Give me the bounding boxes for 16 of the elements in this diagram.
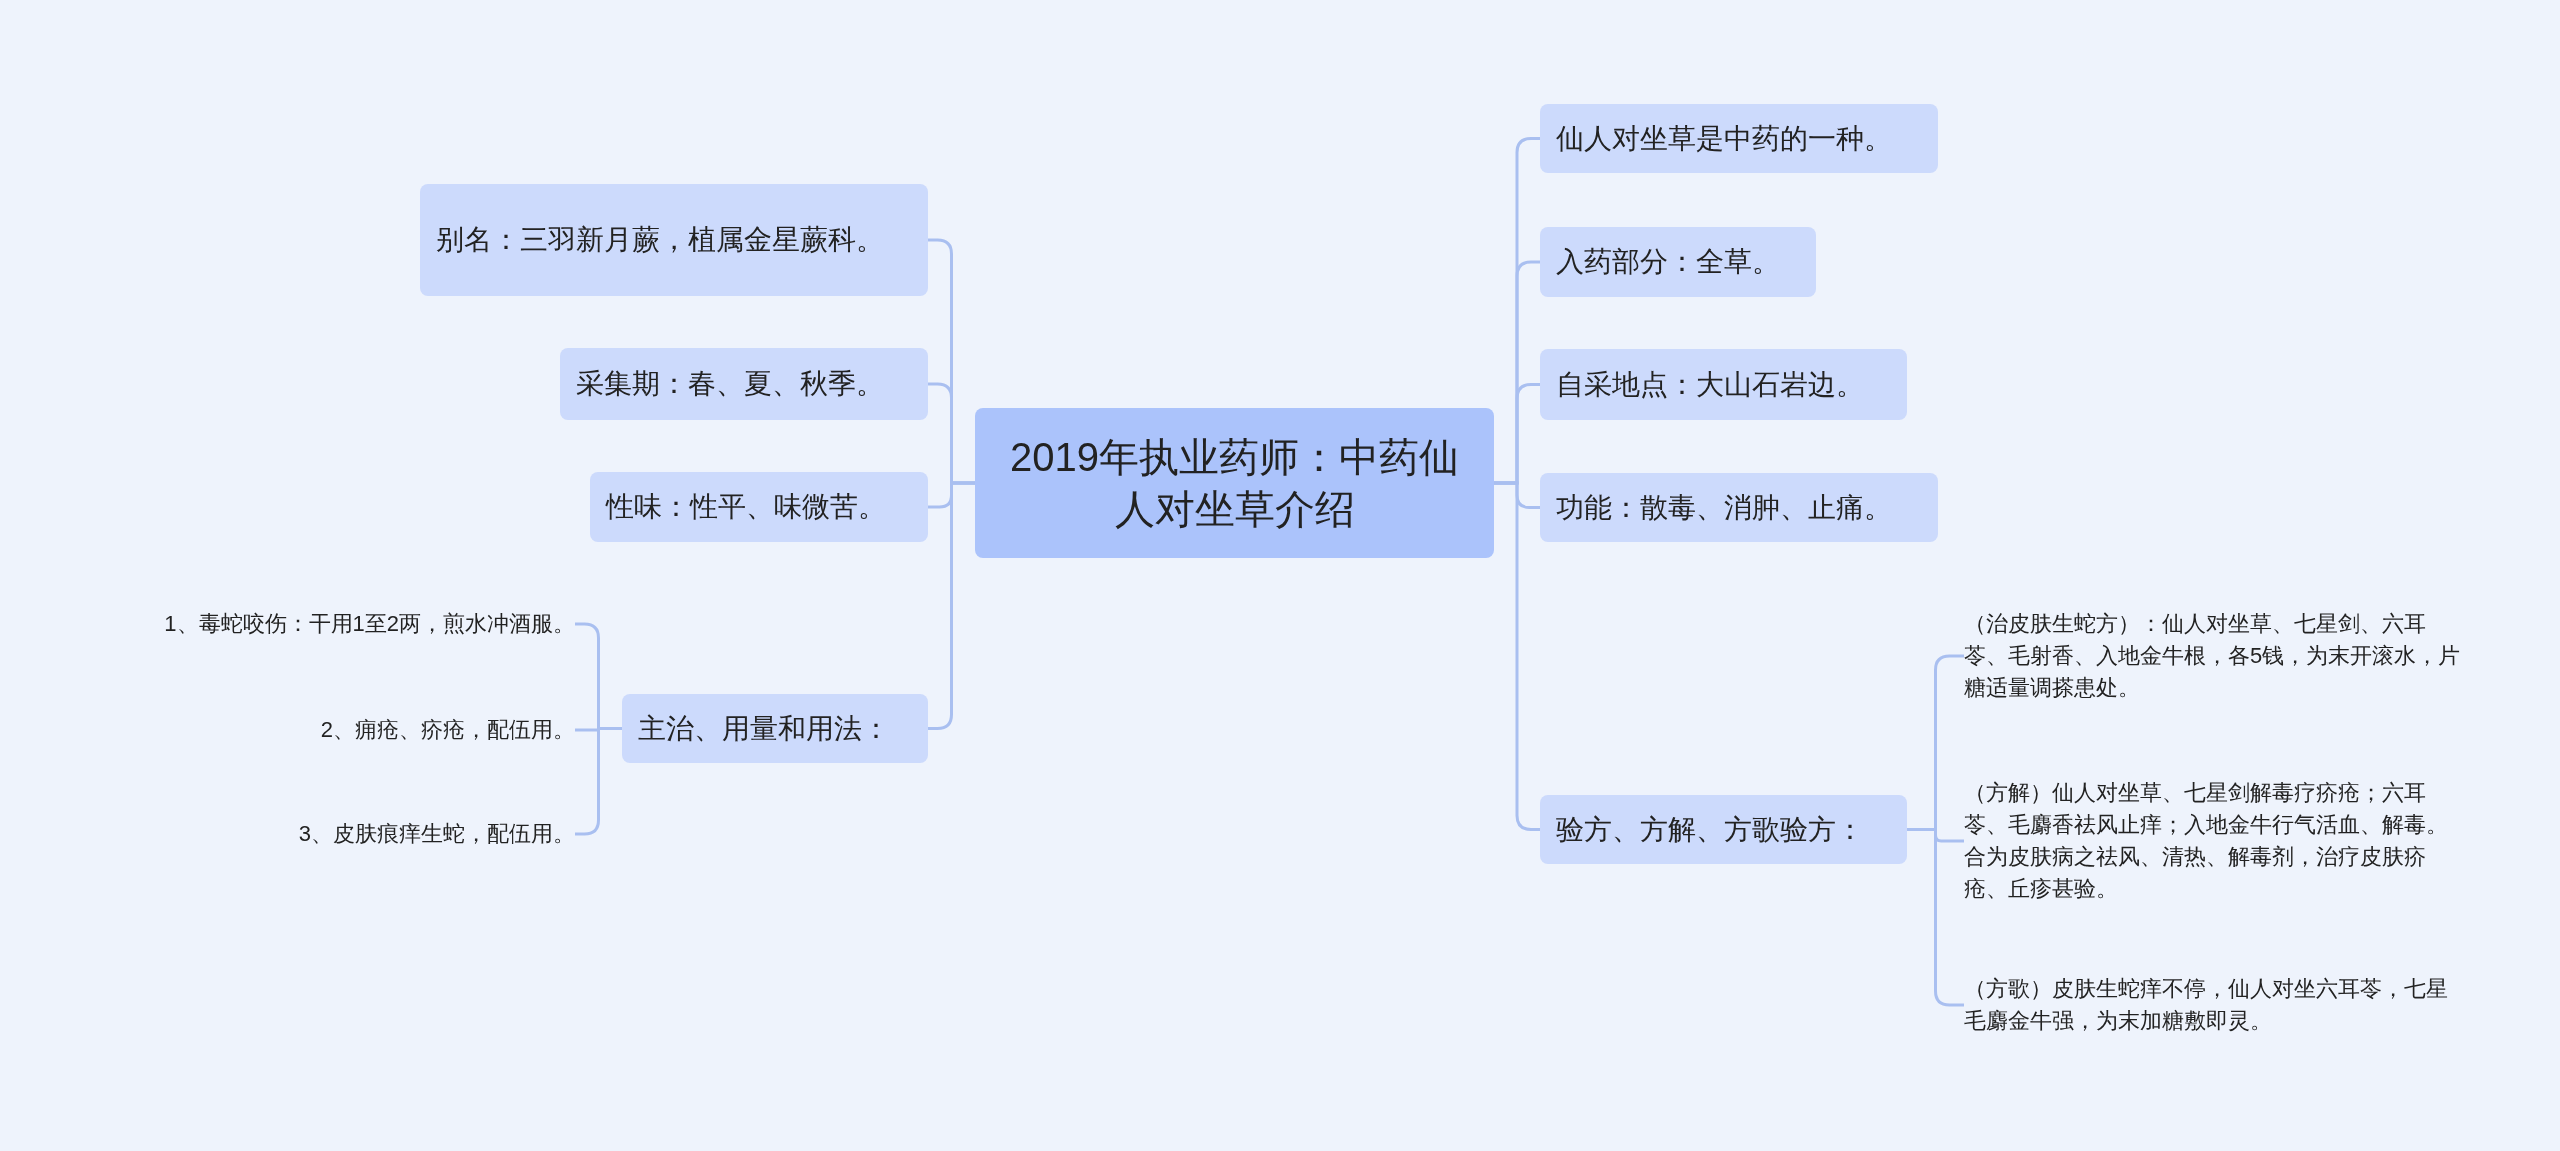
leaf-text: 1、毒蛇咬伤：干用1至2两，煎水冲酒服。 <box>90 604 575 644</box>
topic-box: 入药部分：全草。 <box>1540 227 1816 297</box>
topic-box: 自采地点：大山石岩边。 <box>1540 349 1907 420</box>
topic-box: 仙人对坐草是中药的一种。 <box>1540 104 1938 173</box>
topic-box: 主治、用量和用法： <box>622 694 928 763</box>
central-topic: 2019年执业药师：中药仙人对坐草介绍 <box>975 408 1494 558</box>
leaf-text: （方歌）皮肤生蛇痒不停，仙人对坐六耳苓，七星毛麝金牛强，为末加糖敷即灵。 <box>1964 970 2464 1040</box>
topic-box: 别名：三羽新月蕨，植属金星蕨科。 <box>420 184 928 296</box>
leaf-text: 2、痈疮、疥疮，配伍用。 <box>90 710 575 750</box>
topic-box: 采集期：春、夏、秋季。 <box>560 348 928 420</box>
topic-box: 性味：性平、味微苦。 <box>590 472 928 542</box>
leaf-text: 3、皮肤痕痒生蛇，配伍用。 <box>90 814 575 854</box>
leaf-text: （方解）仙人对坐草、七星剑解毒疗疥疮；六耳苓、毛麝香祛风止痒；入地金牛行气活血、解毒。合为皮肤病之祛风、清热、解毒剂，治疗皮肤疥疮、丘疹甚验。 <box>1964 774 2464 908</box>
topic-box: 验方、方解、方歌验方： <box>1540 795 1907 864</box>
topic-box: 功能：散毒、消肿、止痛。 <box>1540 473 1938 542</box>
leaf-text: （治皮肤生蛇方）：仙人对坐草、七星剑、六耳苓、毛射香、入地金牛根，各5钱，为末开滚水，片糖适量调搽患处。 <box>1964 606 2464 706</box>
